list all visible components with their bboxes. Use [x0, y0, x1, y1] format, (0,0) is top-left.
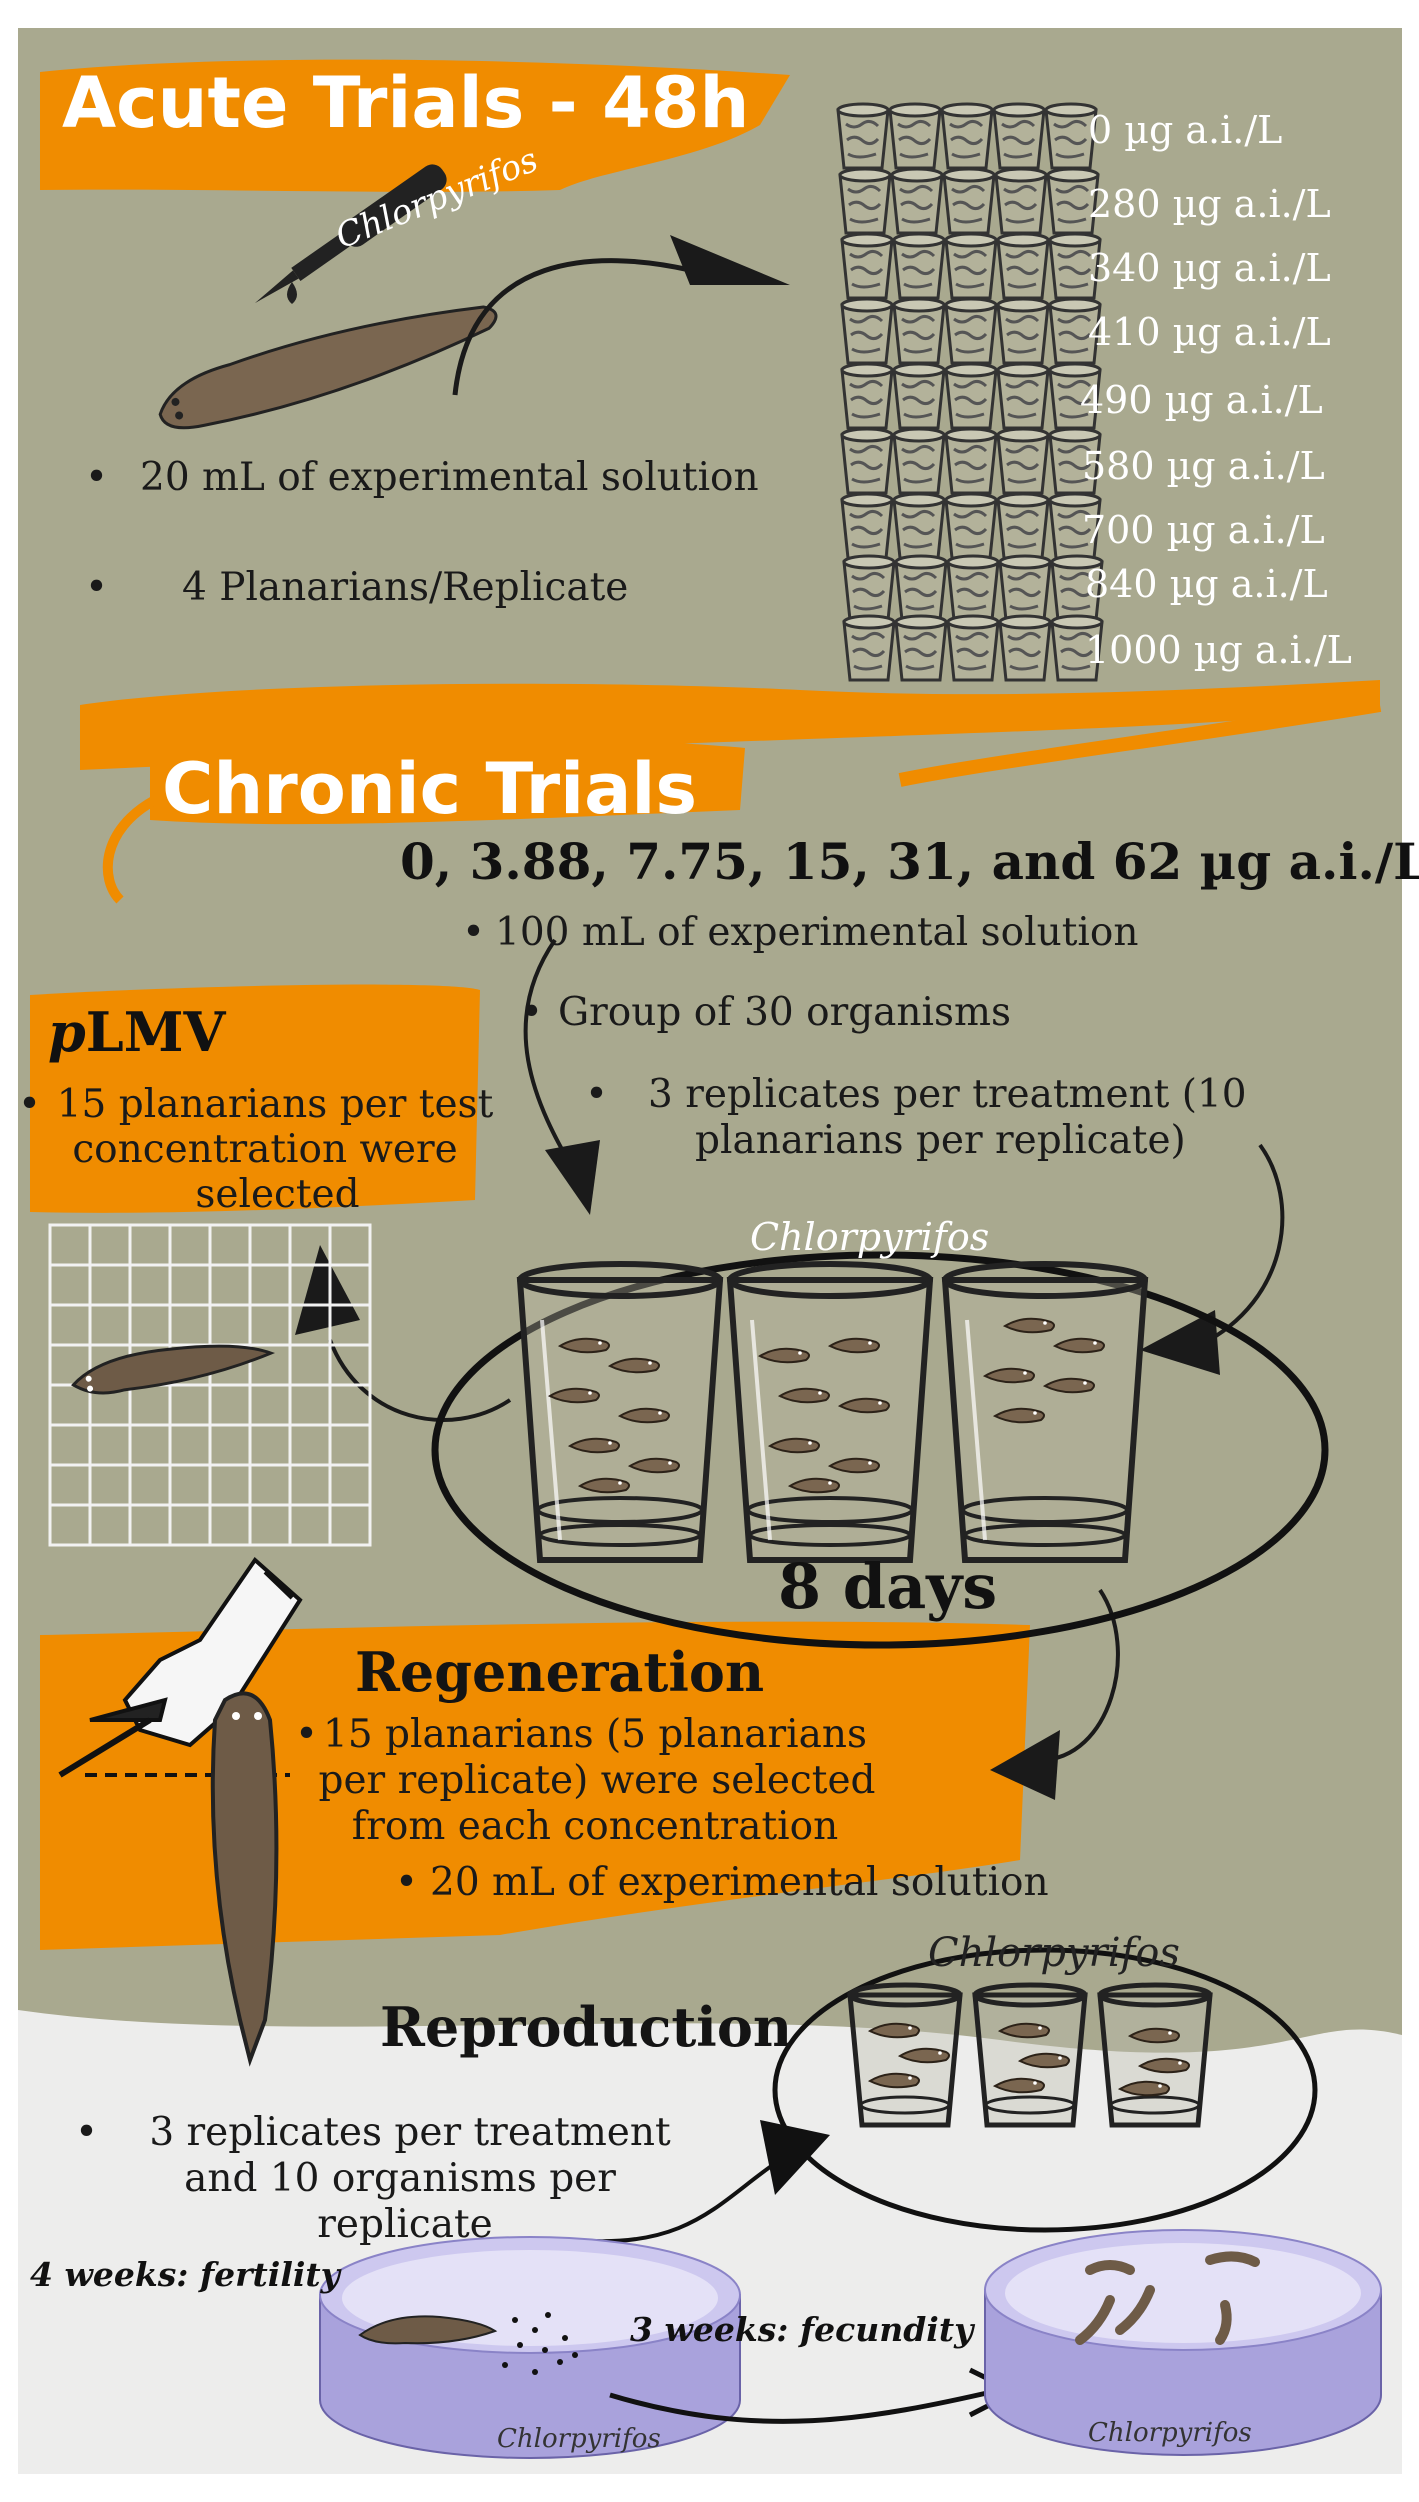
bullet-marker: • [295, 1712, 319, 1757]
regeneration-line3: from each concentration [351, 1804, 839, 1849]
chronic-bullet-group: Group of 30 organisms [558, 990, 1012, 1035]
regeneration-title: Regeneration [355, 1640, 765, 1704]
plmv-title-rest: LMV [85, 1000, 226, 1064]
chronic-title: Chronic Trials [162, 748, 697, 830]
plmv-line3: selected [195, 1172, 360, 1217]
reproduction-line3: replicate [317, 2202, 493, 2247]
acute-concentration: 410 µg a.i./L [1088, 310, 1331, 354]
acute-concentration: 1000 µg a.i./L [1085, 628, 1352, 672]
bullet-marker: • [85, 455, 109, 500]
chronic-duration: 8 days [778, 1550, 998, 1623]
acute-bullet-replicate: 4 Planarians/Replicate [182, 565, 629, 610]
chronic-bullet-solution: 100 mL of experimental solution [495, 910, 1139, 955]
regeneration-line2: per replicate) were selected [318, 1758, 876, 1803]
egg-dots-icon [502, 2312, 578, 2375]
cup-grid [836, 102, 1104, 682]
chronic-vessel-label: Chlorpyrifos [750, 1215, 990, 1259]
planarian-icon [210, 1691, 279, 2067]
acute-concentration: 280 µg a.i./L [1088, 182, 1331, 226]
gloved-hand-scalpel-icon [58, 1557, 303, 1778]
reproduction-title: Reproduction [380, 1995, 793, 2059]
plmv-line2: concentration were [72, 1127, 458, 1172]
acute-concentration: 580 µg a.i./L [1082, 444, 1325, 488]
bullet-marker: • [395, 1860, 419, 1905]
reproduction-line1: 3 replicates per treatment [149, 2110, 671, 2155]
acute-concentration: 700 µg a.i./L [1082, 508, 1325, 552]
fecundity-label: 3 weeks: fecundity [630, 2310, 974, 2349]
chronic-concentrations: 0, 3.88, 7.75, 15, 31, and 62 µg a.i./L [400, 832, 1419, 891]
chronic-replicates-line1: 3 replicates per treatment (10 [648, 1072, 1247, 1117]
acute-concentration: 840 µg a.i./L [1085, 562, 1328, 606]
regeneration-solution: 20 mL of experimental solution [430, 1860, 1049, 1905]
bullet-marker: • [85, 565, 109, 610]
petri-dish-icon [319, 2236, 741, 2459]
acute-bullet-solution: 20 mL of experimental solution [140, 455, 759, 500]
plmv-title: pLMV [48, 1000, 225, 1064]
bullet-marker: • [18, 1082, 42, 1127]
acute-title: Acute Trials - 48h [62, 62, 750, 144]
acute-concentration: 0 µg a.i./L [1088, 108, 1283, 152]
bullet-marker: • [585, 1072, 609, 1117]
bullet-marker: • [520, 990, 544, 1035]
chronic-glasses [520, 1264, 1145, 1560]
chronic-vessel-ring [431, 1251, 1329, 1649]
reproduction-glasses [850, 1985, 1210, 2125]
reproduction-line2: and 10 organisms per [184, 2156, 616, 2201]
fertility-label: 4 weeks: fertility [30, 2255, 340, 2294]
dish2-label: Chlorpyrifos [1088, 2418, 1252, 2448]
reproduction-vessel-label: Chlorpyrifos [928, 1930, 1180, 1976]
plmv-title-prefix: p [48, 1000, 86, 1064]
dropper-icon [254, 164, 447, 304]
regeneration-line1: 15 planarians (5 planarians [323, 1712, 867, 1757]
acute-concentration: 340 µg a.i./L [1088, 246, 1331, 290]
bullet-marker: • [75, 2110, 99, 2155]
dish1-label: Chlorpyrifos [497, 2424, 661, 2454]
plmv-line1: 15 planarians per test [56, 1082, 494, 1127]
arrow-icon [670, 235, 790, 285]
acute-concentration: 490 µg a.i./L [1080, 378, 1323, 422]
bullet-marker: • [462, 910, 486, 955]
chronic-replicates-line2: planarians per replicate) [695, 1118, 1186, 1163]
planarian-icon [158, 305, 498, 430]
reproduction-vessel-ring [772, 1947, 1318, 2233]
petri-dish-icon [984, 2229, 1382, 2456]
